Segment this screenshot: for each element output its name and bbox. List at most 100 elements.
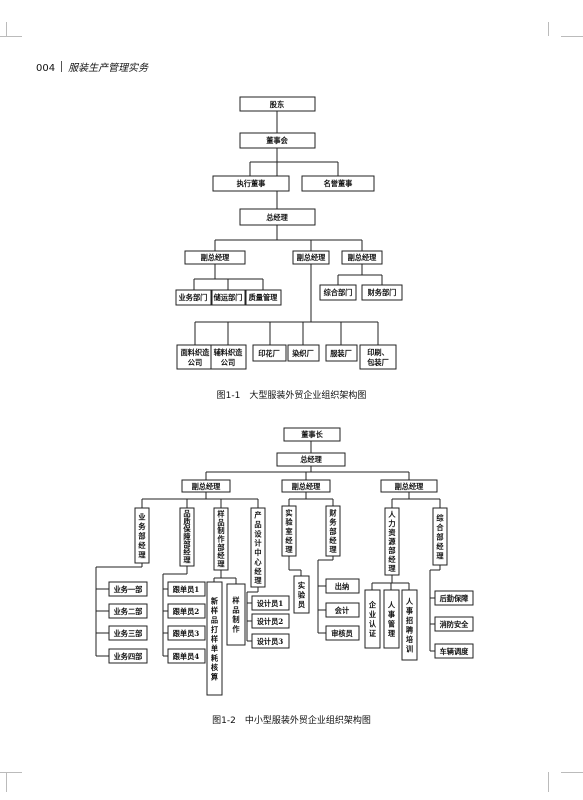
node-biz2: 业务二部	[108, 603, 148, 619]
svg-text:业务四部: 业务四部	[114, 652, 143, 661]
svg-text:副总经理: 副总经理	[297, 253, 327, 262]
figure2-caption: 图1-2 中小型服装外贸企业组织架构图	[212, 716, 371, 726]
svg-text:储运部门: 储运部门	[213, 293, 243, 302]
node-honorary-director: 名誉董事	[301, 175, 375, 192]
crop-mark	[6, 22, 7, 36]
svg-text:财务部门: 财务部门	[367, 288, 397, 297]
node-board: 董事会	[239, 132, 316, 149]
vertical-label-char: 核	[211, 663, 219, 672]
packaging-line2: 包装厂	[367, 358, 389, 367]
node-general-manager-2: 总经理	[276, 452, 346, 467]
svg-text:业务部门: 业务部门	[179, 293, 208, 302]
vertical-label-char: 经	[138, 541, 146, 550]
vertical-label-char: 务	[329, 518, 337, 527]
vertical-label-char: 经	[436, 542, 444, 551]
vertical-label-char: 企	[368, 601, 377, 610]
node-vp-left: 副总经理	[184, 250, 246, 265]
svg-text:车辆调度: 车辆调度	[440, 647, 470, 656]
svg-text:服装厂: 服装厂	[330, 349, 352, 358]
svg-text:副总经理: 副总经理	[292, 482, 322, 491]
vertical-label-char: 质	[183, 517, 191, 526]
vertical-label-char: 理	[388, 564, 396, 573]
figure1-caption: 图1-1 大型服装外贸企业组织架构图	[216, 391, 367, 401]
page-number: 004	[36, 63, 56, 74]
vertical-label-char: 品	[211, 615, 218, 624]
node-accountant: 会计	[325, 602, 360, 618]
vertical-label-char: 经	[183, 548, 191, 557]
node-logistics-support: 后勤保障	[434, 590, 474, 606]
vertical-label-char: 人	[388, 510, 396, 519]
vertical-label-char: 理	[183, 555, 191, 564]
vertical-label-char: 人	[388, 601, 396, 610]
vertical-label-char: 品	[217, 518, 224, 527]
crop-mark	[561, 772, 583, 773]
vertical-label-char: 理	[329, 545, 337, 554]
vertical-label-char: 实	[285, 508, 292, 517]
svg-text:设计员2: 设计员2	[257, 617, 284, 626]
accessory-co-line2: 公司	[221, 358, 235, 367]
vertical-label-char: 理	[388, 629, 396, 638]
vertical-label-char: 理	[138, 550, 146, 559]
vertical-label-char: 业	[369, 610, 376, 619]
vertical-label-char: 样	[217, 510, 224, 519]
vertical-label-char: 经	[254, 567, 262, 576]
node-vp1: 副总经理	[181, 479, 231, 493]
vertical-label-char: 部	[138, 531, 145, 540]
vertical-label-char: 制	[232, 615, 239, 624]
vertical-label-char: 单	[211, 644, 218, 653]
node-shareholders: 股东	[239, 96, 316, 112]
vertical-label-char: 作	[232, 625, 240, 634]
crop-mark	[561, 36, 583, 37]
vertical-label-char: 室	[285, 527, 292, 536]
svg-text:设计员1: 设计员1	[257, 599, 284, 608]
node-tracker1: 跟单员1	[167, 581, 206, 597]
vertical-label-char: 综	[436, 513, 444, 522]
vertical-label-char: 合	[435, 523, 444, 532]
vertical-label-char: 品	[183, 509, 190, 518]
node-vp3: 副总经理	[380, 479, 438, 493]
svg-text:副总经理: 副总经理	[348, 253, 378, 262]
node-general-dept: 综合部门	[319, 284, 357, 301]
vertical-label-char: 实	[298, 581, 305, 590]
node-finance-dept: 财务部门	[361, 284, 403, 301]
vertical-label-char: 样	[232, 596, 239, 605]
svg-text:跟单员3: 跟单员3	[173, 629, 200, 638]
vertical-label-char: 资	[388, 528, 396, 537]
crop-mark	[0, 36, 22, 37]
node-designer3: 设计员3	[251, 633, 290, 649]
svg-text:跟单员2: 跟单员2	[173, 607, 200, 616]
vertical-label-char: 验	[285, 518, 293, 527]
vertical-label-char: 经	[285, 536, 293, 545]
vertical-label-char: 产	[254, 511, 261, 520]
node-tracker2: 跟单员2	[167, 603, 206, 619]
packaging-line1: 印刷、	[367, 348, 389, 357]
node-vp-right: 副总经理	[341, 250, 383, 265]
svg-text:业务三部: 业务三部	[114, 629, 143, 638]
vertical-label-char: 力	[388, 519, 395, 528]
node-auditor: 审核员	[325, 625, 360, 641]
vertical-label-char: 理	[436, 551, 444, 560]
fabric-co-line2: 公司	[188, 358, 202, 367]
vertical-label-char: 务	[138, 522, 146, 531]
svg-text:综合部门: 综合部门	[324, 288, 353, 297]
node-biz1: 业务一部	[108, 581, 148, 597]
vertical-label-char: 中	[254, 548, 261, 557]
svg-text:副总经理: 副总经理	[192, 482, 222, 491]
vertical-label-char: 理	[254, 576, 262, 585]
vertical-label-char: 新	[211, 596, 219, 605]
vertical-label-char: 培	[406, 635, 414, 644]
vertical-label-char: 经	[217, 551, 225, 560]
vertical-label-char: 训	[406, 645, 413, 654]
svg-text:会计: 会计	[335, 606, 350, 615]
vertical-label-char: 部	[217, 543, 224, 552]
node-print-factory: 印花厂	[252, 344, 287, 362]
vertical-label-char: 品	[232, 606, 239, 615]
vertical-label-char: 招	[406, 616, 413, 625]
